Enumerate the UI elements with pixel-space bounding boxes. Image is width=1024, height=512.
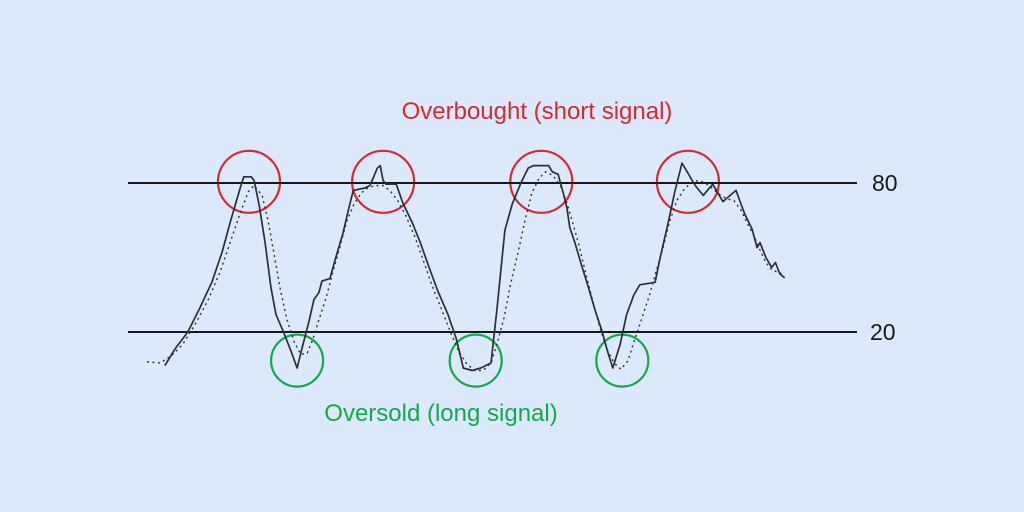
indicator-fast-line <box>164 162 785 372</box>
overbought-circle <box>216 149 282 214</box>
signal-slow-line <box>146 171 786 372</box>
oversold-circle <box>448 333 503 388</box>
oversold-label: Oversold (long signal) <box>324 400 557 427</box>
overbought-circle <box>509 149 574 214</box>
plot-layer <box>128 149 857 388</box>
level-80-label: 80 <box>872 170 898 196</box>
oversold-circle <box>270 333 325 388</box>
level-20-label: 20 <box>870 319 896 345</box>
overbought-label: Overbought (short signal) <box>402 98 673 125</box>
overbought-circle <box>351 149 416 214</box>
overbought-circle <box>655 149 721 214</box>
oversold-circle <box>595 333 650 388</box>
